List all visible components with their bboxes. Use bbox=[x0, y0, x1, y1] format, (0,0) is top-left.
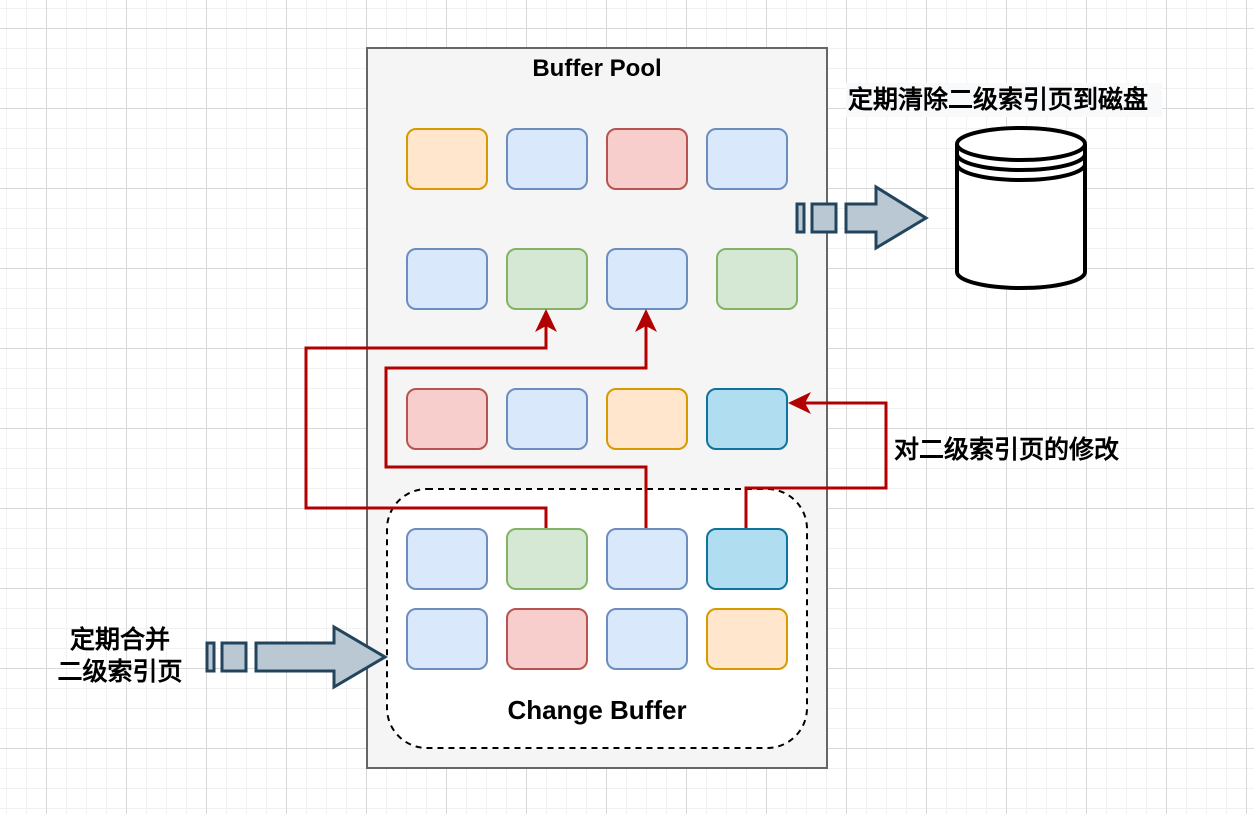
arrowhead-up-icon bbox=[635, 309, 657, 332]
change-buffer-page-red[interactable] bbox=[506, 608, 588, 670]
flush-to-disk-label: 定期清除二级索引页到磁盘 bbox=[846, 83, 1163, 117]
change-buffer-page-blue[interactable] bbox=[406, 528, 488, 590]
buffer-pool-page-orange[interactable] bbox=[406, 128, 488, 190]
arrowhead-left-icon bbox=[788, 392, 811, 414]
change-buffer-page-green[interactable] bbox=[506, 528, 588, 590]
buffer-pool-page-red[interactable] bbox=[606, 128, 688, 190]
connector-green-page[interactable] bbox=[304, 317, 551, 528]
buffer-pool-title: Buffer Pool bbox=[532, 55, 662, 82]
merge-label-line1: 定期合并 bbox=[69, 625, 170, 654]
change-buffer-container[interactable] bbox=[386, 488, 808, 749]
buffer-pool-page-blue[interactable] bbox=[506, 128, 588, 190]
buffer-pool-page-green[interactable] bbox=[506, 248, 588, 310]
merge-label-line2: 二级索引页 bbox=[57, 657, 183, 686]
change-buffer-page-cyan[interactable] bbox=[706, 528, 788, 590]
merge-label: 定期合并 二级索引页 bbox=[40, 624, 200, 688]
change-buffer-page-blue[interactable] bbox=[606, 528, 688, 590]
connector-arrowheads bbox=[535, 309, 811, 414]
merge-connectors bbox=[304, 317, 888, 528]
change-buffer-pages bbox=[406, 528, 788, 670]
buffer-pool-page-blue[interactable] bbox=[506, 388, 588, 450]
flush-block-arrow[interactable] bbox=[795, 184, 929, 251]
buffer-pool-page-orange[interactable] bbox=[606, 388, 688, 450]
arrowhead-up-icon bbox=[535, 309, 557, 332]
buffer-pool-page-green[interactable] bbox=[716, 248, 798, 310]
buffer-pool-page-blue[interactable] bbox=[606, 248, 688, 310]
change-buffer-page-blue[interactable] bbox=[406, 608, 488, 670]
merge-block-arrow[interactable] bbox=[205, 624, 388, 690]
buffer-pool-page-red[interactable] bbox=[406, 388, 488, 450]
change-buffer-page-blue[interactable] bbox=[606, 608, 688, 670]
buffer-pool-page-blue[interactable] bbox=[406, 248, 488, 310]
disk-icon[interactable] bbox=[955, 126, 1087, 290]
change-buffer-page-orange[interactable] bbox=[706, 608, 788, 670]
buffer-pool-pages bbox=[406, 128, 798, 450]
buffer-pool-page-cyan[interactable] bbox=[706, 388, 788, 450]
connector-cyan-page[interactable] bbox=[744, 398, 888, 528]
buffer-pool-page-blue[interactable] bbox=[706, 128, 788, 190]
modify-secondary-index-label: 对二级索引页的修改 bbox=[894, 435, 1120, 464]
connector-blue-page[interactable] bbox=[384, 317, 651, 528]
change-buffer-title: Change Buffer bbox=[507, 695, 687, 725]
